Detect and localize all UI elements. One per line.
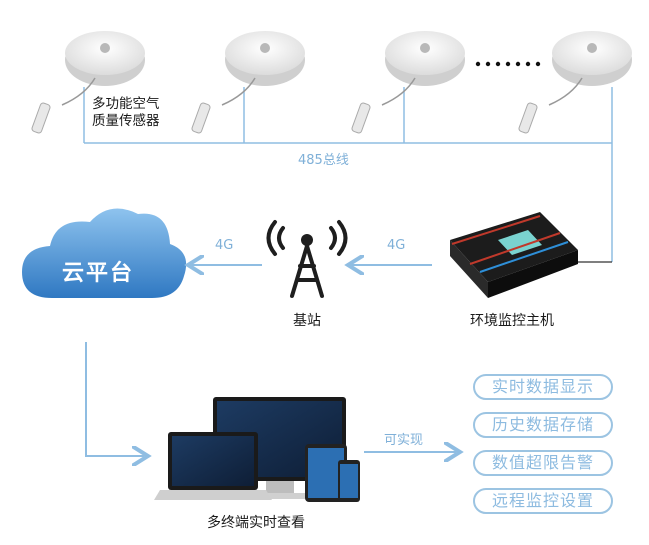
tower-label: 基站 xyxy=(293,313,321,329)
sensor-2 xyxy=(191,31,305,134)
feature-pill-history: 历史数据存储 xyxy=(473,412,613,438)
cloud-label: 云平台 xyxy=(62,261,135,286)
bus-lines xyxy=(83,87,613,263)
feature-pill-realtime: 实时数据显示 xyxy=(473,374,613,400)
ellipsis-dots xyxy=(475,61,541,67)
achieve-label: 可实现 xyxy=(384,433,424,448)
host-label: 环境监控主机 xyxy=(470,313,554,329)
terminal-devices-icon xyxy=(154,397,360,502)
sensor-3 xyxy=(351,31,465,134)
feature-pill-alarm: 数值超限告警 xyxy=(473,450,613,476)
tower-icon xyxy=(266,220,348,298)
sensor-label: 多功能空气质量传感器 xyxy=(92,96,160,129)
arrow-cloud-to-terminals xyxy=(85,342,144,456)
sensor-4 xyxy=(518,31,632,134)
feature-pill-remote: 远程监控设置 xyxy=(473,488,613,514)
cloud-icon xyxy=(22,208,187,298)
host-controller-icon xyxy=(450,212,578,298)
link-label-left: 4G xyxy=(215,238,234,253)
sensor-1 xyxy=(31,31,145,134)
terminals-label: 多终端实时查看 xyxy=(207,515,305,531)
bus-label: 485总线 xyxy=(298,153,349,168)
link-label-right: 4G xyxy=(387,238,406,253)
